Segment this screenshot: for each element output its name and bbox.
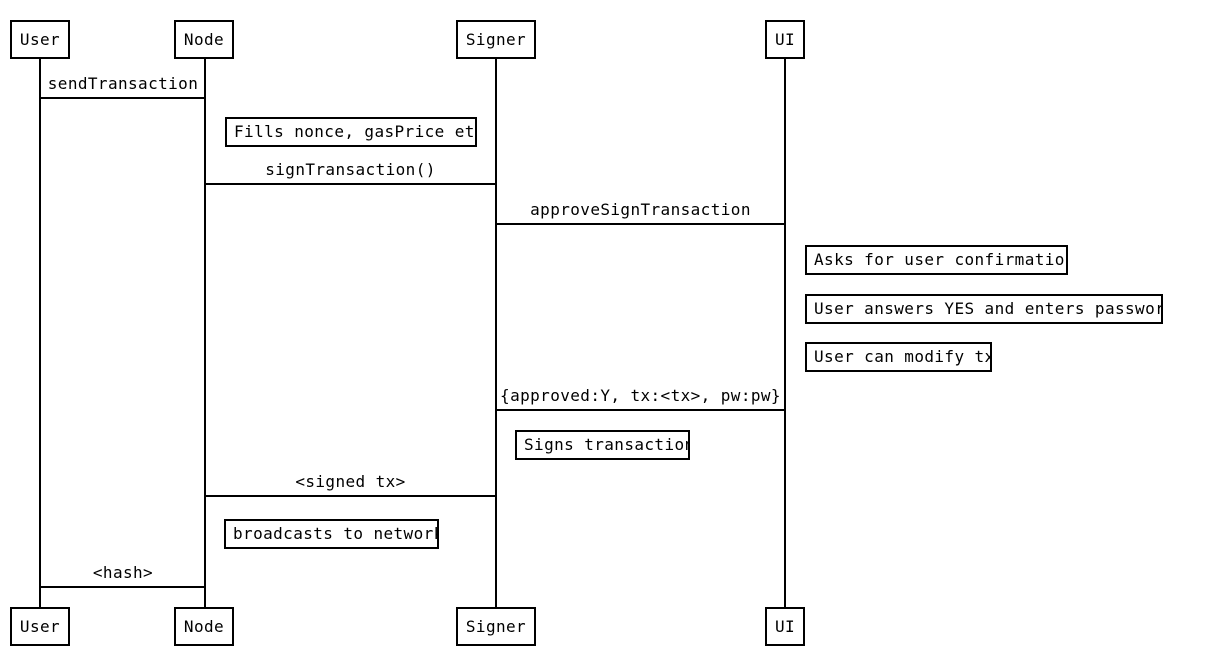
message-line-sign-transaction: [204, 183, 497, 185]
note-user-answers-yes: User answers YES and enters password: [805, 294, 1163, 324]
message-line-approved-response: [495, 409, 786, 411]
message-line-approve-sign-transaction: [495, 223, 786, 225]
lifeline-user: [39, 59, 41, 607]
message-line-hash: [40, 586, 206, 588]
note-broadcasts-to-network: broadcasts to network: [224, 519, 439, 549]
lifeline-ui: [784, 59, 786, 607]
message-label-signed-tx: <signed tx>: [295, 472, 406, 491]
message-line-send-transaction: [40, 97, 206, 99]
actor-node-top: Node: [174, 20, 234, 59]
message-line-signed-tx: [204, 495, 497, 497]
actor-node-bottom: Node: [174, 607, 234, 646]
message-label-hash: <hash>: [92, 563, 154, 582]
message-label-approved-response: {approved:Y, tx:<tx>, pw:pw}: [500, 386, 781, 405]
actor-signer-bottom: Signer: [456, 607, 536, 646]
actor-user-bottom: User: [10, 607, 70, 646]
lifeline-node: [204, 59, 206, 607]
actor-signer-top: Signer: [456, 20, 536, 59]
note-signs-transaction: Signs transaction: [515, 430, 690, 460]
lifeline-signer: [495, 59, 497, 607]
message-label-sign-transaction: signTransaction(): [265, 160, 436, 179]
actor-ui-bottom: UI: [765, 607, 805, 646]
actor-user-top: User: [10, 20, 70, 59]
message-label-approve-sign-transaction: approveSignTransaction: [530, 200, 751, 219]
note-asks-confirmation: Asks for user confirmation: [805, 245, 1068, 275]
note-fills-nonce: Fills nonce, gasPrice etc: [225, 117, 477, 147]
actor-ui-top: UI: [765, 20, 805, 59]
message-label-send-transaction: sendTransaction: [47, 74, 199, 93]
note-user-can-modify: User can modify tx: [805, 342, 992, 372]
